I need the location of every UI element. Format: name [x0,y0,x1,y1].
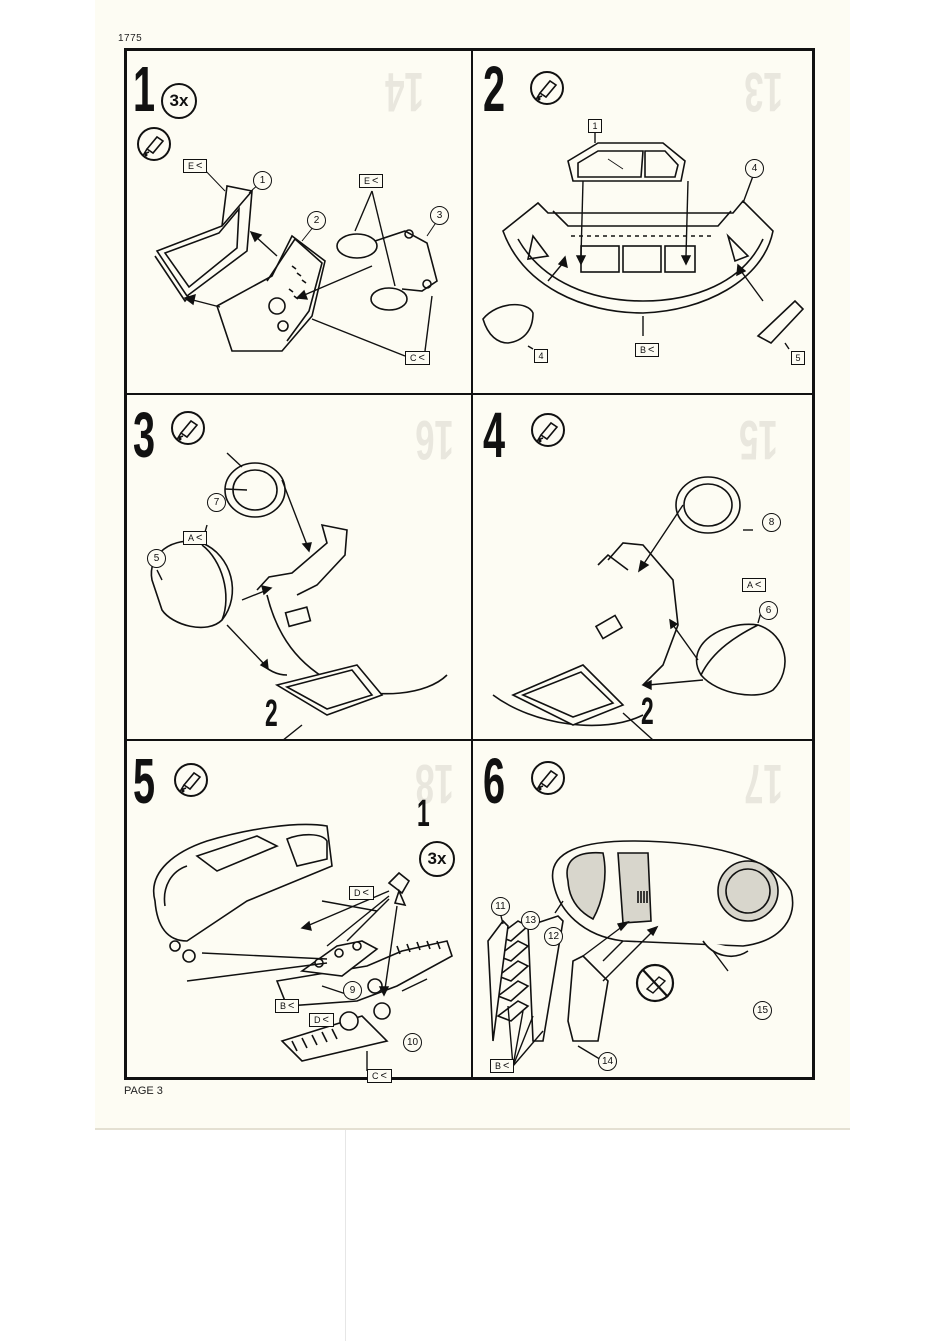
sprue-flag-letter: B [495,1061,501,1071]
sprue-flag-letter: D [314,1015,321,1025]
sprue-flag-c: C< [405,351,430,365]
part-callout-4: 4 [745,159,764,178]
sprue-flag-a: A< [742,578,766,592]
square-label-4: 4 [534,349,548,363]
paper-edge [95,1128,850,1130]
sprue-flag-letter: C [372,1071,379,1081]
sprue-flag-d: D< [309,1013,334,1027]
cockpit-shell [154,824,332,962]
fold-line [345,1130,346,1341]
step-1-panel: 14 1 3x [127,51,472,394]
document-number: 1775 [118,33,142,44]
step-6-panel: 17 6 [473,741,812,1077]
part-callout-2: 2 [307,211,326,230]
no-glue-icon [637,965,673,1001]
sprue-flag-d: D< [349,886,374,900]
sprue-flag-letter: A [747,580,753,590]
sprue-flag-letter: E [188,161,194,171]
part-callout-10: 10 [403,1033,422,1052]
sprue-flag-letter: A [188,533,194,543]
step-1-drawing [127,51,472,394]
part-callout-11: 11 [491,897,510,916]
part-callout-8: 8 [762,513,781,532]
subassembly-ref: 2 [641,695,654,729]
side-panel-left [483,305,533,343]
cockpit-tub-part [503,201,773,313]
sprue-flag-c: C< [367,1069,392,1083]
sprue-flag-e: E< [359,174,383,188]
sprue-flag-a: A< [183,531,207,545]
part-callout-9: 9 [343,981,362,1000]
part-callout-15: 15 [753,1001,772,1020]
part-callout-12: 12 [544,927,563,946]
part-callout-3: 3 [430,206,449,225]
step-3-drawing [127,395,472,740]
cockpit-side-structure [257,525,447,715]
step-4-drawing [473,395,812,740]
step-6-drawing [473,741,812,1077]
part-callout-14: 14 [598,1052,617,1071]
part-callout-1: 1 [253,171,272,190]
sprue-flag-letter: E [364,176,370,186]
small-fitting-part [389,873,409,905]
hull-assembly [553,841,793,956]
step-3-panel: 16 3 [127,395,472,740]
sprue-flag-letter: D [354,888,361,898]
step-4-panel: 15 4 [473,395,812,740]
square-label-5: 5 [791,351,805,365]
part-callout-13: 13 [521,911,540,930]
step-2-panel: 13 2 [473,51,812,394]
side-panel-right [758,301,803,343]
step-5-panel: 18 5 1 3x [127,741,472,1077]
window-part [568,143,685,181]
sprue-flag-b: B< [275,999,299,1013]
sprue-flag-letter: C [410,353,417,363]
sprue-flag-b: B< [490,1059,514,1073]
part-callout-5: 5 [147,549,166,568]
part-callout-7: 7 [207,493,226,512]
square-label-1: 1 [588,119,602,133]
dome-part-8 [676,477,740,533]
sprue-flag-e: E< [183,159,207,173]
subassembly-ref: 2 [265,697,278,731]
sprue-flag-letter: B [280,1001,286,1011]
sprue-flag-b: B< [635,343,659,357]
part-callout-6: 6 [759,601,778,620]
dome-part-6 [697,624,785,695]
panel-part-14 [568,956,608,1041]
instruction-grid: 14 1 3x [124,48,815,1080]
step-5-drawing [127,741,472,1077]
cylinder-part [337,230,437,310]
page-label: PAGE 3 [124,1085,163,1097]
sprue-flag-letter: B [640,345,646,355]
seat-frame-part [155,186,252,301]
